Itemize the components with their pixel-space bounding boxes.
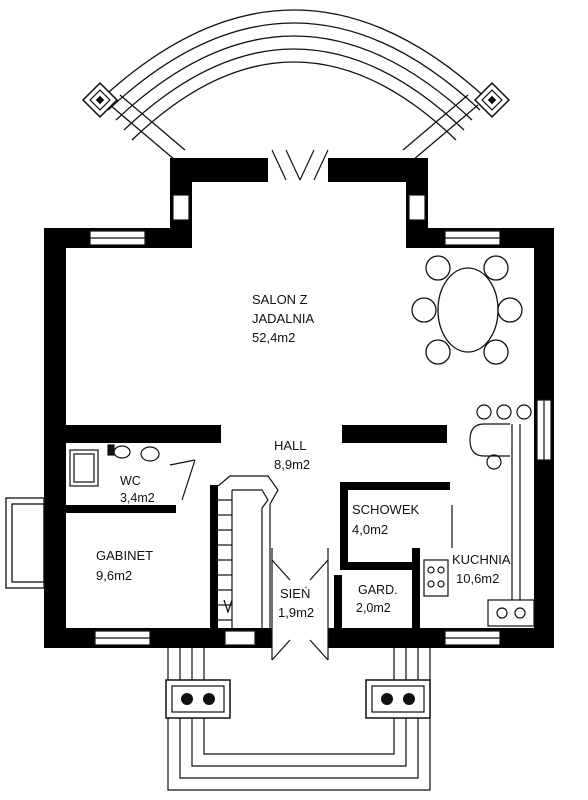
room-schowek-area: 4,0m2 [352,522,388,537]
room-sien-name: SIEŃ [280,586,310,601]
doors [169,149,453,661]
windows [89,194,552,646]
room-kuchnia-area: 10,6m2 [456,571,499,586]
column-ornament-left [81,81,119,119]
staircase [217,475,279,630]
room-gard-area: 2,0m2 [356,601,391,615]
porch-dots [181,693,415,705]
room-sien-area: 1,9m2 [278,605,314,620]
room-gard-name: GARD. [358,583,398,597]
room-schowek-name: SCHOWEK [352,502,420,517]
column-ornament-right [473,81,511,119]
bay-window-arcs [99,9,489,161]
room-gabinet-name: GABINET [96,548,153,563]
kitchen-fittings [423,404,535,627]
room-wc-area: 3,4m2 [120,491,155,505]
front-porch [165,648,431,791]
room-salon-name-1: SALON Z [252,292,308,307]
wc-fixtures [69,444,160,487]
room-wc-name: WC [120,474,141,488]
room-salon-area: 52,4m2 [252,330,295,345]
room-hall-area: 8,9m2 [274,457,310,472]
room-kuchnia-name: KUCHNIA [452,552,511,567]
room-salon-name-2: JADALNIA [252,311,314,326]
balcony-left [5,497,45,589]
dining-table [411,255,523,365]
room-gabinet-area: 9,6m2 [96,568,132,583]
room-hall-name: HALL [274,438,307,453]
